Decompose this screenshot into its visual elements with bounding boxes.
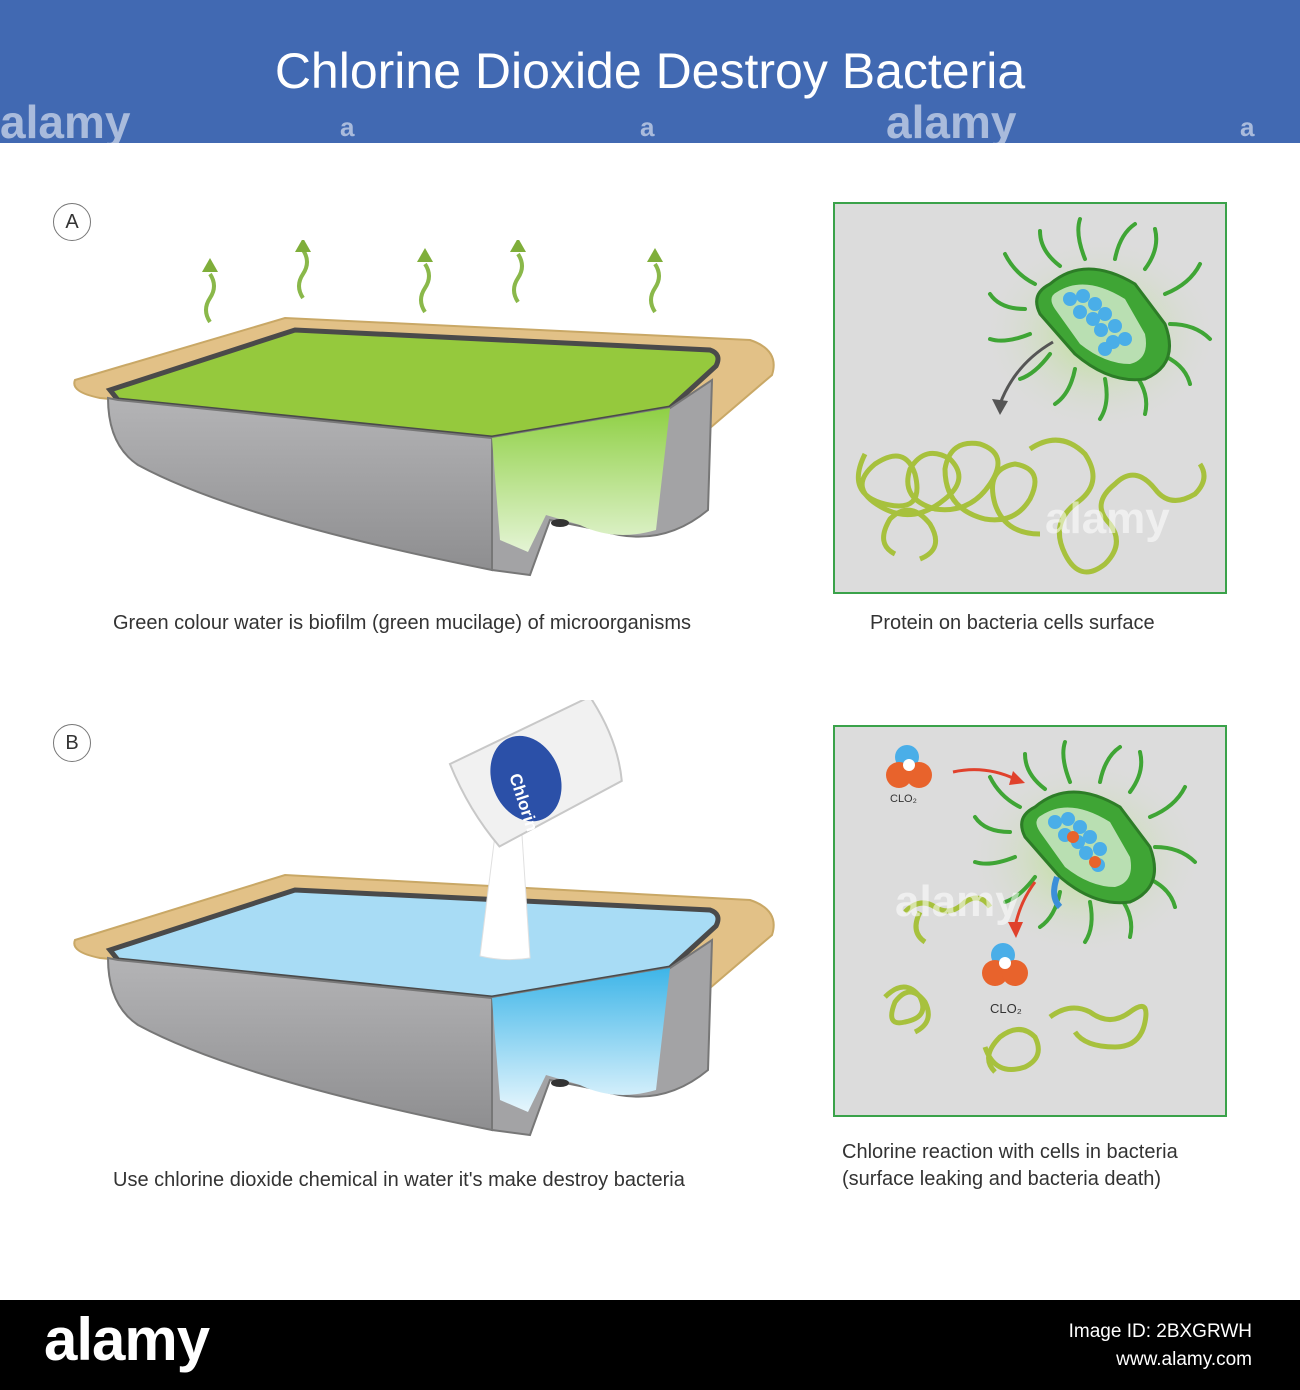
site-url: www.alamy.com	[1116, 1349, 1252, 1370]
watermark-mark: a	[640, 112, 655, 142]
watermark: alamy	[0, 96, 131, 148]
brand-logo: alamy	[44, 1306, 210, 1373]
watermark: alamy	[1045, 494, 1170, 543]
panel-a-caption: Protein on bacteria cells surface	[870, 612, 1155, 634]
green-pond-illustration	[73, 240, 775, 577]
watermark: alamy	[886, 96, 1017, 148]
bacteria-protein-illustration	[855, 217, 1220, 575]
page-title: Chlorine Dioxide Destroy Bacteria	[274, 43, 1026, 99]
panel-b-caption-line1: Chlorine reaction with cells in bacteria	[842, 1141, 1178, 1163]
section-b-marker: B	[53, 724, 91, 762]
section-a-marker: A	[53, 203, 91, 241]
panel-b-caption-line2: (surface leaking and bacteria death)	[842, 1168, 1162, 1190]
image-id: Image ID: 2BXGRWH	[1068, 1321, 1252, 1342]
watermark-mark: a	[1240, 112, 1255, 142]
pond-b-caption: Use chlorine dioxide chemical in water i…	[113, 1169, 685, 1191]
pond-a-caption: Green colour water is biofilm (green muc…	[113, 612, 691, 634]
watermark-mark: a	[340, 112, 355, 142]
bacteria-protein-panel: alamy	[833, 202, 1227, 594]
molecule-label: CLO₂	[990, 1001, 1022, 1016]
bacteria-reaction-panel: CLO₂ CLO₂ alamy	[833, 725, 1227, 1117]
blue-pond-illustration	[73, 700, 775, 1137]
bacteria-reaction-illustration	[883, 740, 1205, 1074]
title-banner	[0, 0, 1300, 143]
watermark: alamy	[895, 877, 1020, 926]
molecule-label: CLO₂	[890, 793, 917, 805]
footer-bar	[0, 1300, 1300, 1390]
